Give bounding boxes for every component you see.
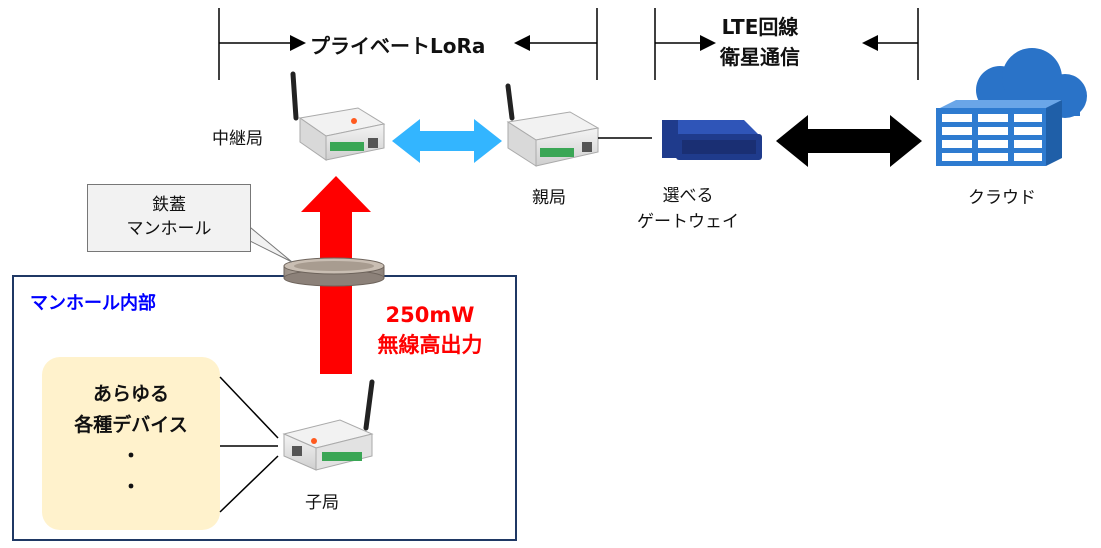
callout-line1: 鉄蓋 <box>88 193 250 217</box>
cloud-label: クラウド <box>968 183 1036 208</box>
power-line2: 無線高出力 <box>362 330 498 360</box>
server-rack-icon <box>936 100 1062 166</box>
gateway-label-line1: 選べる <box>634 183 742 209</box>
device-links <box>220 377 278 512</box>
lora-range-label: プライベートLoRa <box>306 30 489 59</box>
child-device <box>284 382 372 470</box>
child-label: 子局 <box>305 488 339 513</box>
lora-link-arrow <box>392 119 502 163</box>
power-label: 250mW 無線高出力 <box>362 300 498 360</box>
gateway-label: 選べる ゲートウェイ <box>634 183 742 235</box>
gateway-label-line2: ゲートウェイ <box>634 209 742 235</box>
parent-device <box>508 86 598 166</box>
parent-label: 親局 <box>532 183 566 208</box>
gateway-icon <box>662 120 762 160</box>
lte-label-line2: 衛星通信 <box>720 42 800 72</box>
manhole-lid-callout: 鉄蓋 マンホール <box>87 184 251 252</box>
lte-range-label: LTE回線 衛星通信 <box>716 12 804 72</box>
power-line1: 250mW <box>362 300 498 330</box>
lte-label-line1: LTE回線 <box>720 12 800 42</box>
lte-link-arrow <box>776 115 922 167</box>
relay-label: 中継局 <box>212 124 263 149</box>
manhole-lid-icon <box>284 258 384 286</box>
relay-device <box>293 74 384 160</box>
callout-line2: マンホール <box>88 217 250 241</box>
